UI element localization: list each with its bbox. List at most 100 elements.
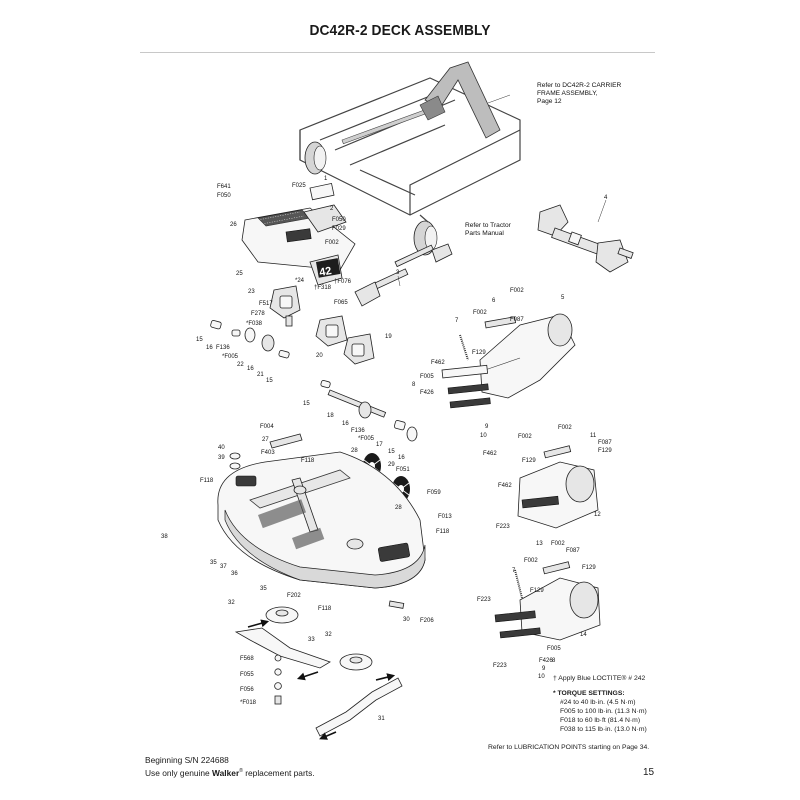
part-callout: 32 — [325, 632, 332, 638]
part-callout: F129 — [522, 458, 536, 464]
blade-hub-32-a — [265, 606, 299, 624]
part-callout: F002 — [558, 425, 572, 431]
part-callout: *24 — [295, 278, 305, 284]
part-callout: 1 — [324, 176, 328, 182]
part-callout: 17 — [376, 442, 383, 448]
gearbox-assembly-4 — [537, 204, 634, 273]
part-callout: 4 — [604, 195, 608, 201]
part-callout: F002 — [325, 240, 339, 246]
replacement-note: Use only genuine Walker® replacement par… — [145, 767, 315, 778]
part-callout: 8 — [552, 658, 556, 664]
part-callout: 12 — [594, 512, 601, 518]
part-callout: F087 — [566, 548, 580, 554]
part-callout: F129 — [598, 448, 612, 454]
part-callout: F002 — [518, 434, 532, 440]
part-callout: 8 — [412, 382, 416, 388]
part-callout: 22 — [237, 362, 244, 368]
part-callout: F118 — [301, 458, 315, 464]
part-callout: 28 — [395, 505, 402, 511]
gearbox-20 — [315, 315, 348, 347]
carrier-wheel-left — [304, 141, 327, 175]
part-callout: 15 — [303, 401, 310, 407]
footer: Beginning S/N 224688 Use only genuine Wa… — [145, 755, 315, 779]
part-callout: F202 — [287, 593, 301, 599]
note-tractor-1: Refer to Tractor — [465, 222, 512, 229]
part-callout: 39 — [218, 455, 225, 461]
part-callout: F426 — [420, 390, 434, 396]
part-callout: 23 — [248, 289, 255, 295]
part-callout: 25 — [236, 271, 243, 277]
shaft-18 — [320, 380, 418, 442]
part-callout: 16 — [247, 366, 254, 372]
part-callout: F087 — [598, 440, 612, 446]
note-carrier-3: Page 12 — [537, 98, 562, 105]
part-callout: 32 — [228, 600, 235, 606]
torque-row: F038 to 115 lb·in. (13.0 N·m) — [560, 726, 647, 733]
part-callout: 7 — [512, 568, 516, 574]
part-callout: F129 — [530, 588, 544, 594]
part-callout: 19 — [385, 334, 392, 340]
callout-labels: 1 2 F641 F050 F025 F050 F029 F002 26 25 … — [161, 176, 612, 722]
part-callout: 26 — [230, 222, 237, 228]
part-callout: 15 — [266, 378, 273, 384]
discharge-chute-5 — [441, 313, 576, 409]
part-callout: 33 — [308, 637, 315, 643]
part-callout: F087 — [510, 317, 524, 323]
blade-hub-32-b — [339, 653, 373, 671]
shaft-parts-left — [210, 320, 290, 359]
torque-row: F005 to 100 lb·in. (11.3 N·m) — [560, 708, 647, 715]
part-callout: *F005 — [222, 354, 239, 360]
part-callout: *F038 — [246, 321, 263, 327]
part-callout: F118 — [318, 606, 332, 612]
part-callout: F426 — [539, 658, 553, 664]
deck-bracket-27 — [269, 433, 303, 449]
part-callout: F050 — [332, 217, 346, 223]
page-number: 15 — [643, 767, 655, 778]
blade-33 — [234, 619, 331, 681]
torque-heading: * TORQUE SETTINGS: — [553, 690, 625, 697]
part-callout: F005 — [547, 646, 561, 652]
title-rule — [140, 52, 655, 53]
part-callout: F013 — [438, 514, 452, 520]
note-carrier-1: Refer to DC42R-2 CARRIER — [537, 82, 622, 89]
part-callout: F641 — [217, 184, 231, 190]
part-callout: F056 — [240, 687, 254, 693]
part-callout: F129 — [472, 350, 486, 356]
note-carrier-2: FRAME ASSEMBLY, — [537, 90, 598, 97]
part-callout: 16 — [398, 455, 405, 461]
part-callout: 29 — [388, 462, 395, 468]
part-callout: F136 — [216, 345, 230, 351]
discharge-chute-14 — [494, 569, 601, 641]
deck-badge: 42 — [316, 258, 341, 279]
part-callout: 6 — [492, 298, 496, 304]
torque-settings: * TORQUE SETTINGS: #24 to 40 lb·in. (4.5… — [553, 689, 647, 734]
discharge-chute-12 — [517, 461, 599, 529]
gearbox-19 — [343, 333, 375, 365]
part-callout: F002 — [510, 288, 524, 294]
part-callout: 37 — [220, 564, 227, 570]
part-callout: 38 — [161, 534, 168, 540]
part-callout: F050 — [217, 193, 231, 199]
part-callout: †F318 — [314, 285, 332, 291]
part-callout: 28 — [351, 448, 358, 454]
part-callout: F206 — [420, 618, 434, 624]
part-callout: 9 — [485, 424, 489, 430]
part-callout: 31 — [378, 716, 385, 722]
part-callout: 30 — [403, 617, 410, 623]
part-callout: *F018 — [240, 700, 257, 706]
part-callout: F025 — [292, 183, 306, 189]
part-callout: F029 — [332, 226, 346, 232]
part-callout: F002 — [524, 558, 538, 564]
gearbox-23 — [269, 285, 301, 327]
note-tractor-2: Parts Manual — [465, 230, 504, 237]
part-callout: F051 — [396, 467, 410, 473]
blade-31 — [315, 673, 403, 740]
blade-hardware — [274, 654, 282, 705]
part-callout: F118 — [436, 529, 450, 535]
part-callout: F002 — [551, 541, 565, 547]
part-callout: 16 — [342, 421, 349, 427]
part-callout: F568 — [240, 656, 254, 662]
part-callout: 3 — [396, 270, 400, 276]
part-callout: *F005 — [358, 436, 375, 442]
